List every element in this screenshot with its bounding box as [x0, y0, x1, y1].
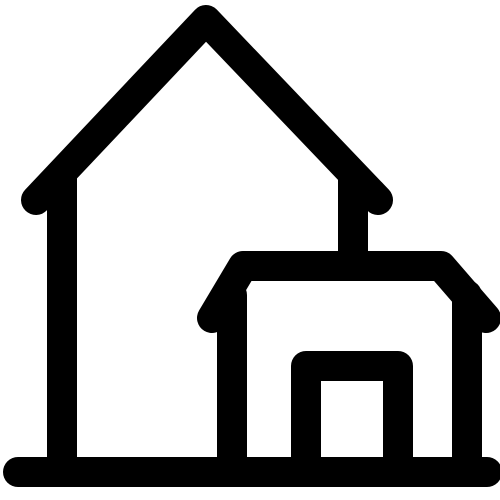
garage-door — [291, 351, 413, 487]
garage-roof — [197, 251, 500, 333]
main-house-roof — [21, 5, 393, 215]
